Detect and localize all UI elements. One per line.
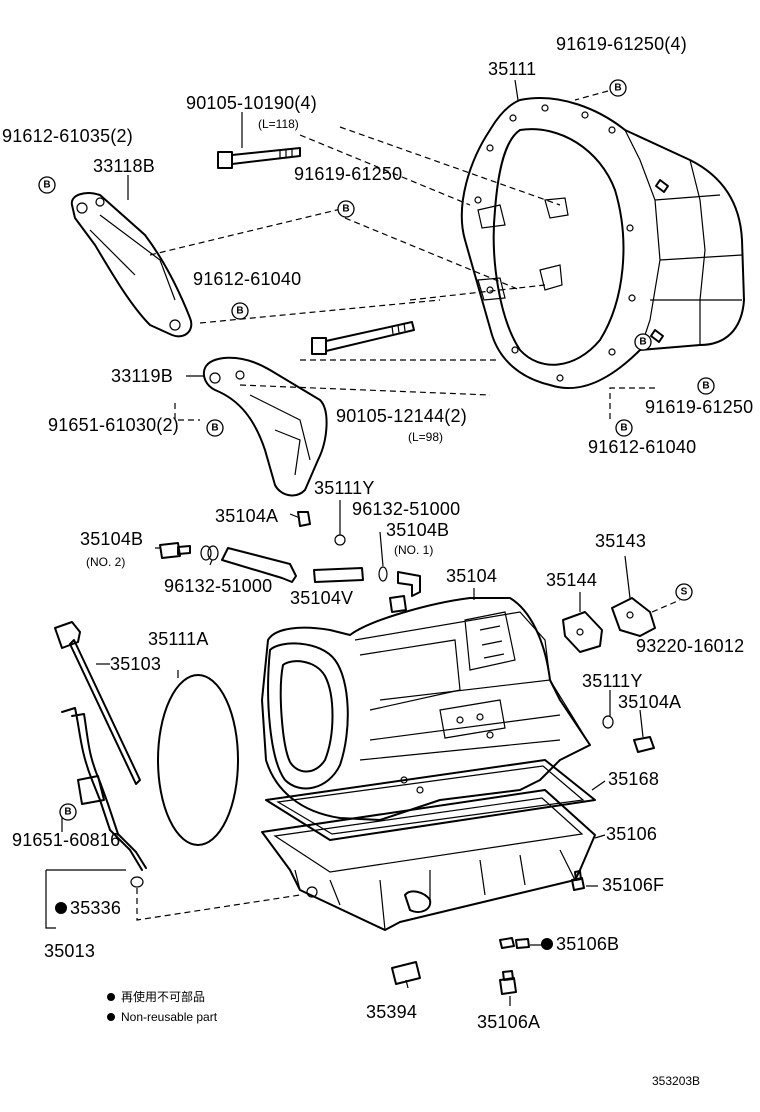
label-96132-51000-a: 96132-51000 — [352, 499, 460, 519]
label-35111A: 35111A — [148, 629, 209, 649]
non-reusable-dot-35336 — [55, 902, 67, 914]
label-35104V: 35104V — [290, 588, 353, 608]
label-35013: 35013 — [44, 941, 95, 961]
plug-35106B — [499, 937, 530, 949]
bolt-90105-12144 — [311, 321, 415, 355]
figure-reference: 353203B — [652, 1074, 700, 1088]
oil-cooler-hose-group — [159, 511, 421, 613]
label-35144: 35144 — [546, 570, 597, 590]
transmission-bell-housing — [460, 97, 745, 390]
label-90105-10190-4: 90105-10190(4) — [186, 93, 317, 113]
label-91612-61035-2: 91612-61035(2) — [2, 126, 133, 146]
label-91612-61040-a: 91612-61040 — [193, 269, 301, 289]
legend-dot-jp — [107, 993, 115, 1001]
b-badge-91612-61035: B — [38, 176, 56, 194]
svg-text:S: S — [681, 587, 688, 598]
label-35104B-no2: 35104B — [80, 529, 143, 549]
label-35143: 35143 — [595, 531, 646, 551]
b-badge-91619-61250-b: B — [697, 377, 715, 395]
svg-text:B: B — [236, 306, 243, 317]
b-badge-91651-60816: B — [59, 803, 77, 821]
label-35111: 35111 — [488, 59, 536, 79]
s-badge-93220-16012: S — [675, 583, 693, 601]
dipstick — [54, 621, 141, 785]
alignment-lines-upper — [149, 90, 655, 421]
plug-35106F — [571, 870, 585, 891]
label-33119B: 33119B — [111, 366, 173, 386]
label-35104: 35104 — [446, 566, 497, 586]
b-badge-91619-61250-4: B — [609, 79, 627, 97]
label-91651-61030-2: 91651-61030(2) — [48, 415, 179, 435]
b-badge-91612-61040-a: B — [231, 302, 249, 320]
bracket-33119B — [202, 356, 328, 497]
label-35103: 35103 — [110, 654, 161, 674]
transmission-case — [261, 597, 591, 821]
legend-dot-en — [107, 1013, 115, 1021]
plug-35104A-right — [633, 736, 655, 753]
label-35336: 35336 — [70, 898, 121, 918]
label-91619-61250-a: 91619-61250 — [294, 164, 402, 184]
label-35106: 35106 — [606, 824, 657, 844]
label-35104A-a: 35104A — [215, 506, 278, 526]
svg-text:B: B — [342, 204, 349, 215]
label-no2: (NO. 2) — [86, 555, 125, 569]
svg-text:B: B — [639, 337, 646, 348]
svg-text:B: B — [620, 423, 627, 434]
plug-35106A — [499, 970, 517, 995]
label-93220-16012: 93220-16012 — [636, 636, 744, 656]
label-35106B: 35106B — [556, 934, 619, 954]
svg-text:B: B — [702, 381, 709, 392]
label-35106A: 35106A — [477, 1012, 540, 1032]
b-badge-91619-61250-a: B — [337, 200, 355, 218]
label-l98: (L=98) — [408, 430, 443, 444]
legend: 再使用不可部品 Non-reusable part — [121, 989, 218, 1024]
label-96132-51000-b: 96132-51000 — [164, 576, 272, 596]
label-35106F: 35106F — [602, 875, 664, 895]
magnet-35394 — [391, 961, 421, 985]
o-ring-35111Y-right — [602, 715, 614, 729]
label-35168: 35168 — [608, 769, 659, 789]
part-number-labels: 35111 91619-61250(4) 90105-10190(4) (L=1… — [2, 34, 753, 1032]
bracket-33118B — [70, 192, 193, 338]
svg-text:B: B — [43, 180, 50, 191]
label-35394: 35394 — [366, 1002, 417, 1022]
non-reusable-dot-35106B — [541, 938, 553, 950]
oil-pan — [261, 789, 596, 931]
label-91651-60816: 91651-60816 — [12, 830, 120, 850]
svg-text:B: B — [211, 423, 218, 434]
label-l118: (L=118) — [258, 117, 299, 131]
b-badge-91612-61040-c: B — [634, 333, 652, 351]
leader-lines — [45, 79, 644, 1006]
bolt-group-right — [650, 179, 669, 343]
label-91619-61250-b: 91619-61250 — [645, 397, 753, 417]
label-91612-61040-b: 91612-61040 — [588, 437, 696, 457]
b-badge-91651-61030: B — [206, 419, 224, 437]
label-35104B-no1: 35104B — [386, 520, 449, 540]
legend-text-en: Non-reusable part — [121, 1010, 218, 1024]
label-90105-12144-2: 90105-12144(2) — [336, 406, 467, 426]
bracket-35143 — [611, 597, 681, 637]
label-33118B: 33118B — [93, 156, 155, 176]
label-35104A-b: 35104A — [618, 692, 681, 712]
label-35111Y-a: 35111Y — [314, 478, 375, 498]
oil-pan-gasket — [265, 759, 596, 841]
o-ring — [157, 674, 239, 846]
svg-text:B: B — [64, 807, 71, 818]
bracket-35144 — [562, 611, 603, 653]
legend-text-jp: 再使用不可部品 — [121, 989, 205, 1004]
bolt-90105-10190 — [217, 147, 301, 169]
b-badge-91612-61040-b: B — [615, 419, 633, 437]
label-35111Y-b: 35111Y — [582, 671, 643, 691]
dipstick-tube — [61, 707, 147, 888]
svg-text:B: B — [614, 83, 621, 94]
label-91619-61250-4: 91619-61250(4) — [556, 34, 687, 54]
label-no1: (NO. 1) — [394, 543, 433, 557]
